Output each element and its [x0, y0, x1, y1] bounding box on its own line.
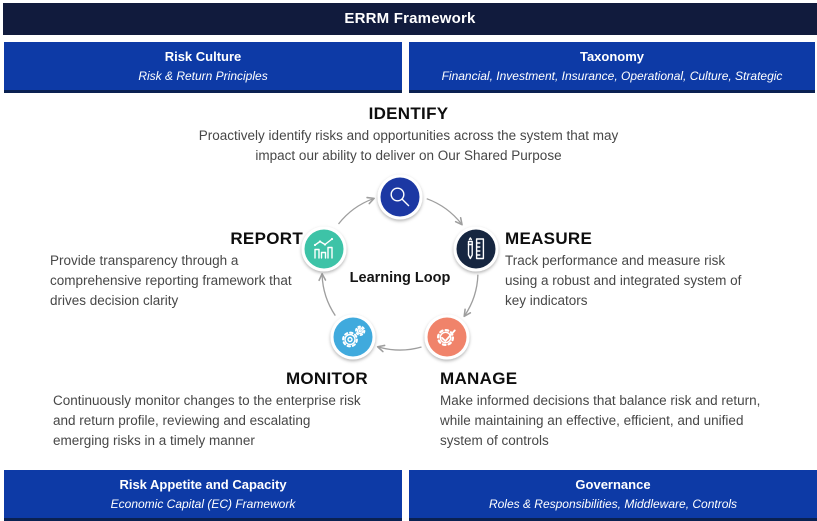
- loop-node-measure: [453, 226, 499, 272]
- pillar-governance: Governance Roles & Responsibilities, Mid…: [409, 470, 817, 521]
- pillar-risk-appetite: Risk Appetite and Capacity Economic Capi…: [4, 470, 402, 521]
- stage-desc-identify: Proactively identify risks and opportuni…: [198, 128, 619, 163]
- stage-title-manage: MANAGE: [440, 369, 518, 388]
- stage-desc-report: Provide transparency through a comprehen…: [50, 253, 292, 308]
- stage-block-manage: MANAGE Make informed decisions that bala…: [440, 368, 775, 451]
- arrow-manage-to-monitor: [376, 344, 422, 353]
- stage-block-monitor: MONITOR Continuously monitor changes to …: [53, 368, 368, 451]
- loop-node-report: [301, 226, 347, 272]
- stage-title-identify: IDENTIFY: [368, 104, 449, 123]
- bar-chart-trend-icon: [313, 237, 334, 259]
- pillar-risk-culture: Risk Culture Risk & Return Principles: [4, 42, 402, 93]
- pillar-subtitle: Risk & Return Principles: [138, 69, 268, 83]
- stage-title-measure: MEASURE: [505, 229, 593, 248]
- loop-node-monitor: [330, 314, 376, 360]
- loop-node-identify: [377, 174, 423, 220]
- stage-title-monitor: MONITOR: [285, 369, 368, 388]
- pillar-title: Governance: [575, 477, 651, 492]
- pillar-subtitle: Financial, Investment, Insurance, Operat…: [441, 69, 783, 83]
- stage-title-report: REPORT: [230, 229, 303, 248]
- pillar-taxonomy: Taxonomy Financial, Investment, Insuranc…: [409, 42, 815, 93]
- stage-desc-measure: Track performance and measure risk using…: [505, 253, 742, 308]
- arrow-report-to-identify: [337, 196, 375, 225]
- gears-icon: [342, 325, 366, 348]
- pillar-subtitle: Roles & Responsibilities, Middleware, Co…: [488, 497, 738, 511]
- magnifier-icon: [390, 187, 410, 207]
- gear-check-icon: [436, 328, 456, 347]
- pencil-ruler-icon: [467, 237, 485, 260]
- stage-desc-monitor: Continuously monitor changes to the ente…: [53, 393, 361, 448]
- loop-arrows: [318, 196, 479, 353]
- learning-loop-graphic: [301, 174, 499, 360]
- stage-block-measure: MEASURE Track performance and measure ri…: [505, 228, 760, 311]
- arrow-measure-to-manage: [463, 274, 479, 318]
- pillar-subtitle: Economic Capital (EC) Framework: [110, 497, 296, 511]
- learning-loop-label: Learning Loop: [349, 270, 451, 286]
- pillar-title: Risk Appetite and Capacity: [119, 477, 287, 492]
- stage-block-report: REPORT Provide transparency through a co…: [50, 228, 303, 311]
- stage-desc-manage: Make informed decisions that balance ris…: [440, 393, 761, 448]
- arrow-monitor-to-report: [318, 273, 336, 316]
- pillar-title: Risk Culture: [164, 49, 242, 64]
- pillar-title: Taxonomy: [579, 49, 645, 64]
- page-title: ERRM Framework: [3, 3, 817, 35]
- stage-block-identify: IDENTIFY Proactively identify risks and …: [0, 103, 817, 166]
- arrow-identify-to-measure: [426, 198, 463, 226]
- loop-node-manage: [424, 314, 470, 360]
